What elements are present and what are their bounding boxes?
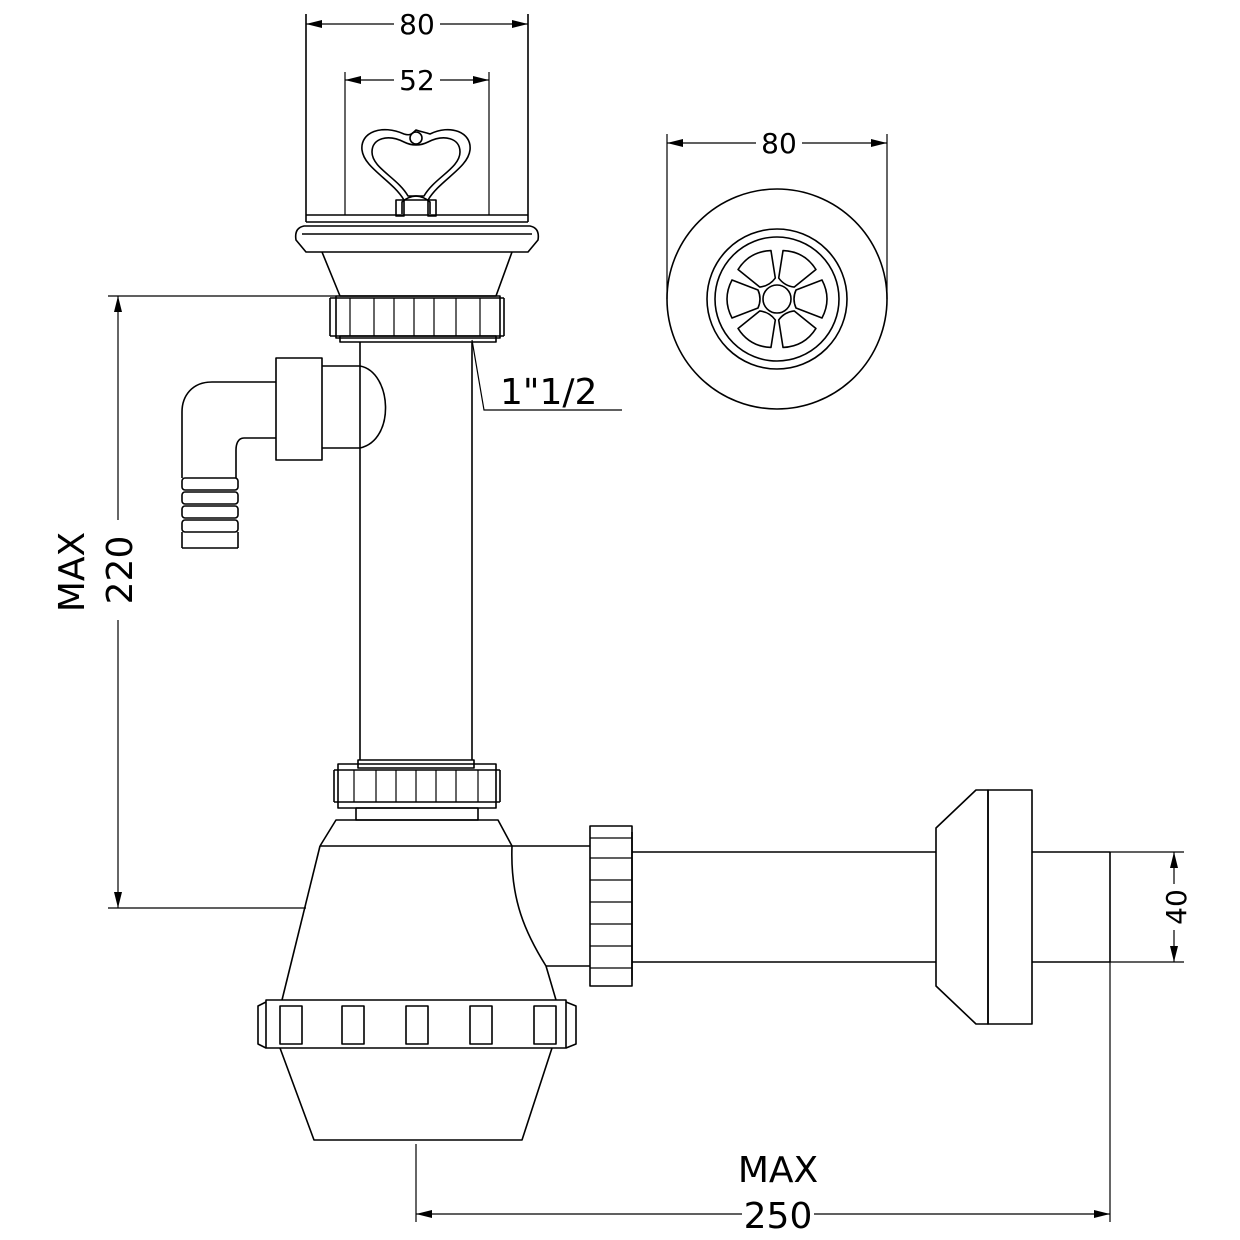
trap-locking-ring [257,999,577,1049]
strainer-basket [294,14,540,297]
grate-top-view [666,188,888,410]
strainer-width-label: 80 [399,8,435,41]
wall-flange [935,789,1111,1025]
bottle-trap-body [279,819,557,1141]
thread-size-label: 1"1/2 [500,372,597,413]
dimension-outlet-diameter: 40 [1110,851,1193,963]
grate-diameter-label: 80 [761,127,797,160]
dimension-max-height: MAX 220 [52,295,336,909]
lower-coupling-nut [333,759,501,821]
side-hose-connector [181,357,387,549]
height-value-label: 220 [100,536,141,605]
outlet-pipe [632,851,936,963]
length-prefix-label: MAX [738,1150,818,1191]
outlet-diameter-label: 40 [1160,889,1193,925]
thread-size-callout: 1"1/2 [471,339,622,413]
grate-slots [726,249,828,349]
height-prefix-label: MAX [52,532,93,612]
dimension-handle-width: 52 [344,64,490,215]
dimension-grate-diameter: 80 [666,127,888,299]
dimension-strainer-width: 80 [306,8,528,41]
length-value-label: 250 [744,1196,813,1237]
dimension-max-length: MAX 250 [415,962,1111,1237]
outlet-coupling [512,825,633,987]
upper-coupling-nut [329,295,505,343]
vertical-drain-pipe [359,342,473,760]
strainer-handle [361,128,471,217]
handle-width-label: 52 [399,64,435,97]
